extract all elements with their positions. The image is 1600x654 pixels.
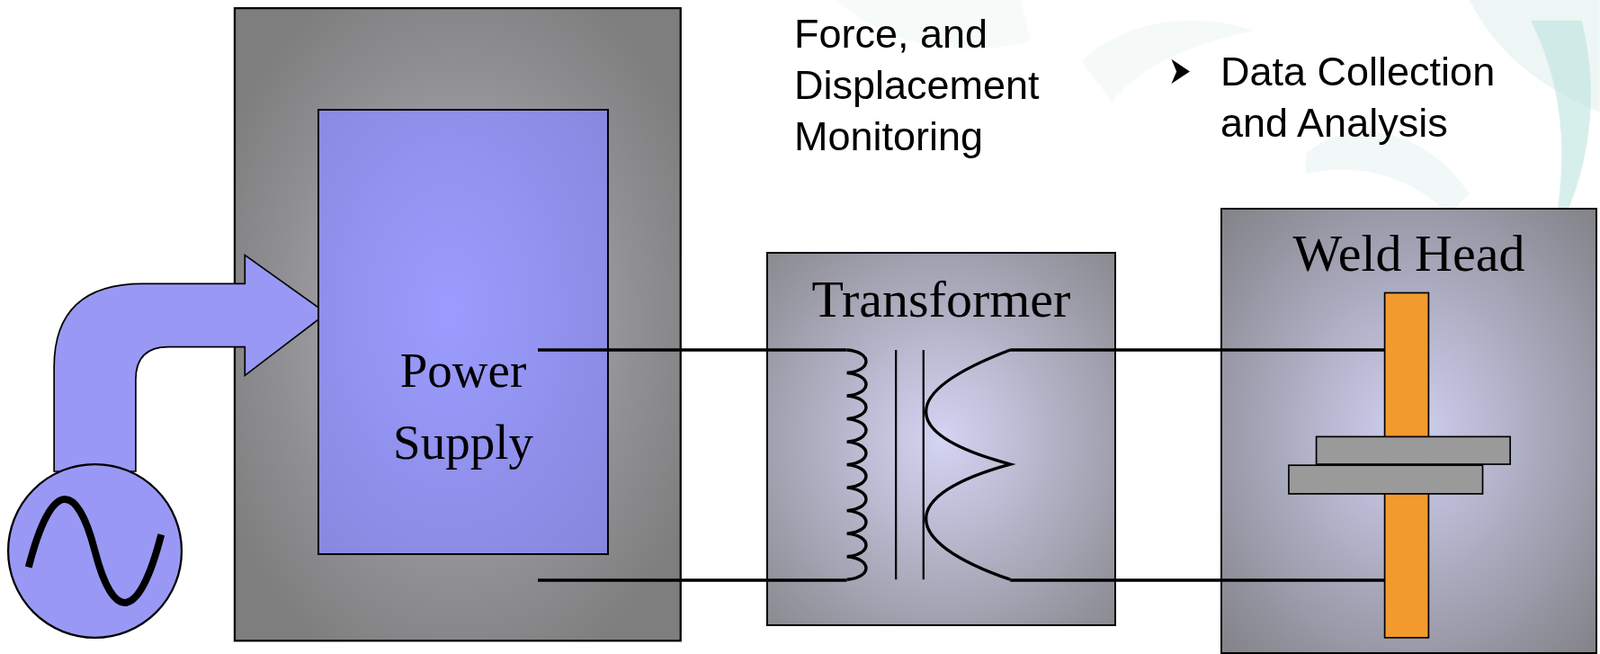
sine-wave-symbol [28,499,161,603]
node-title: Weld Head [1222,223,1596,284]
wire [537,578,848,582]
transformer-box: Transformer [766,251,1117,626]
power-supply-box: Power Supply [317,108,609,555]
transformer-core [922,349,925,580]
wire [1010,578,1386,582]
transformer-core [894,349,897,580]
power-input-arrow [53,255,327,472]
primary-coil [847,349,867,580]
workpiece-sheet [1316,436,1511,465]
node-title: Transformer [768,269,1115,330]
bullet-arrow [1170,59,1189,84]
ac-source-circle [8,464,182,638]
workpiece-sheet [1288,464,1484,494]
wire [1010,348,1386,352]
monitoring-label: Force, and Displacement Monitoring [794,8,1064,162]
data-analysis-label: Data Collection and Analysis [1220,45,1545,149]
secondary-winding [926,349,1011,580]
wire [537,348,848,352]
node-title: Power Supply [319,334,608,479]
